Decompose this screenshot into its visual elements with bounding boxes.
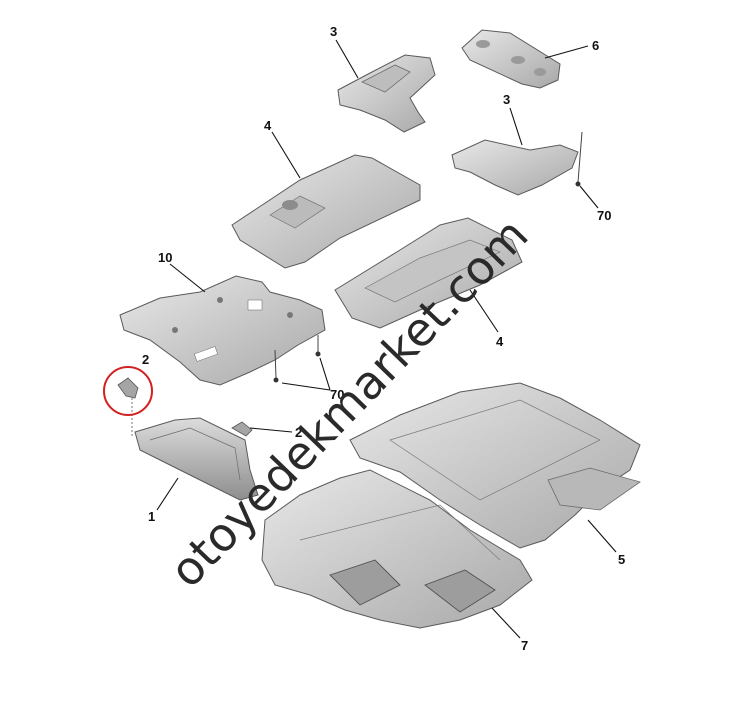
- callout-70-center: 70: [330, 387, 344, 402]
- part-2-clip: [231, 421, 253, 437]
- part-2-small-bracket: [117, 377, 139, 438]
- part-1-side-panel: [134, 417, 259, 501]
- callout-2-left: 2: [142, 352, 149, 367]
- part-3-upper-bracket: [337, 54, 436, 133]
- callout-6: 6: [592, 38, 599, 53]
- callout-1: 1: [148, 509, 155, 524]
- highlight-circle: [103, 366, 153, 416]
- part-6-guard-plate: [461, 29, 561, 89]
- callout-5: 5: [618, 552, 625, 567]
- part-4-upper-panel: [231, 154, 421, 269]
- callout-7: 7: [521, 638, 528, 653]
- part-4-lower-panel: [334, 217, 523, 329]
- callout-4-lower: 4: [496, 334, 504, 349]
- part-5-rear-floor-panel: [349, 382, 641, 549]
- callout-3-right: 3: [503, 92, 510, 107]
- fastener-70-right: [575, 131, 583, 187]
- callout-4-upper: 4: [264, 118, 272, 133]
- callout-3-top: 3: [330, 24, 337, 39]
- callout-2-right: 2: [295, 425, 302, 440]
- part-3-side-shield: [451, 139, 579, 196]
- part-10-center-plate: [119, 275, 326, 386]
- fastener-70-center: [273, 335, 321, 383]
- callout-10: 10: [158, 250, 172, 265]
- callout-70-right: 70: [597, 208, 611, 223]
- part-7-front-floor-panel: [261, 469, 533, 629]
- leader-lines: [156, 39, 617, 639]
